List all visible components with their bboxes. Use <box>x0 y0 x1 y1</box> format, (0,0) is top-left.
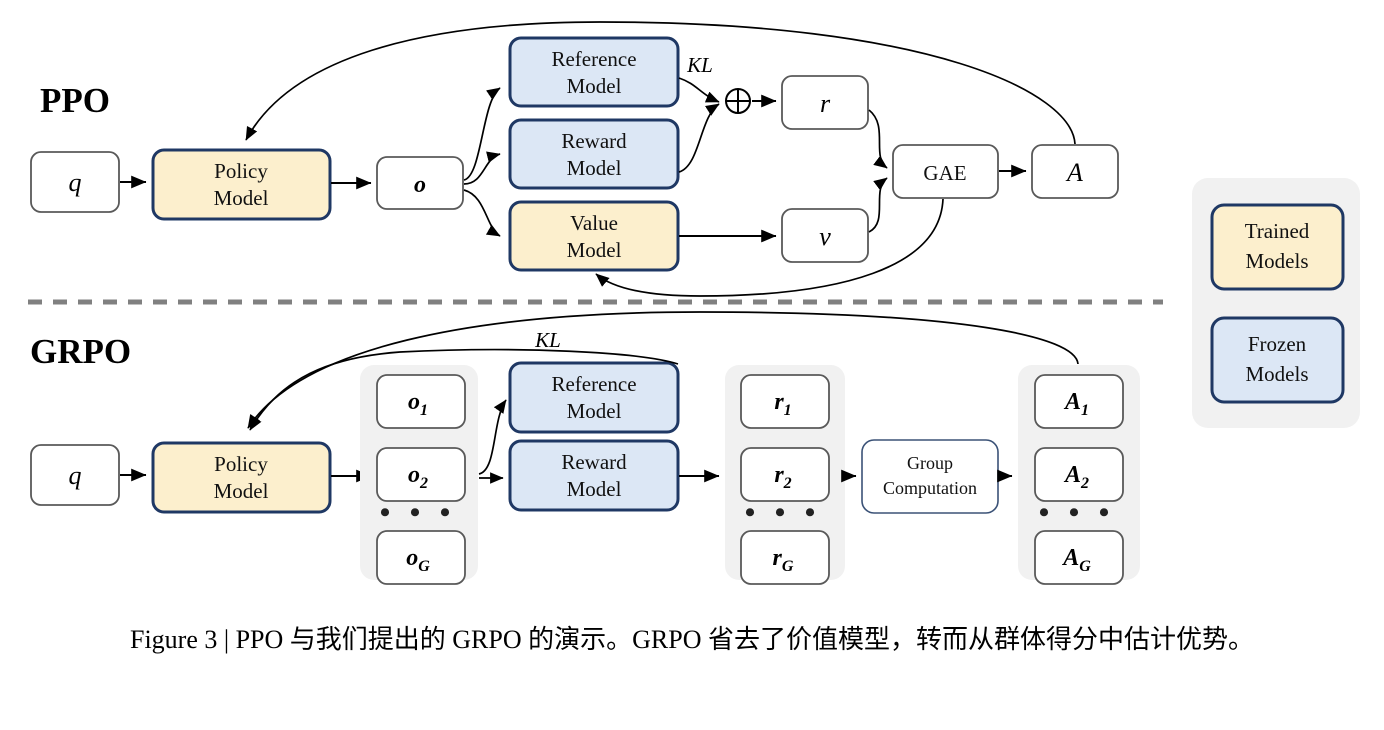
legend-frozen-line1: Frozen <box>1248 332 1307 356</box>
ppo-arrow-reward-sum <box>678 103 720 173</box>
grpo-policy-model-line2: Model <box>214 479 269 503</box>
grpo-rewards-ellipsis: • • • <box>745 496 822 529</box>
ppo-policy-model-box <box>151 148 332 221</box>
ppo-reference-model-line2: Model <box>567 74 622 98</box>
ppo-value-value-box <box>781 208 869 263</box>
ppo-arrow-o-reference <box>463 87 501 181</box>
grpo-output-box-g <box>376 530 466 585</box>
ppo-value-model-line2: Model <box>567 238 622 262</box>
grpo-query-box <box>30 444 120 506</box>
ppo-arrow-v-gae <box>868 177 888 233</box>
grpo-advantage-box-1 <box>1034 374 1124 429</box>
grpo-outputs-ellipsis: • • • <box>380 496 457 529</box>
ppo-sum-cross <box>726 89 750 113</box>
grpo-group-computation-line1: Group <box>907 453 953 473</box>
ppo-reference-model-line1: Reference <box>551 47 636 71</box>
ppo-output-box <box>376 156 464 210</box>
grpo-reward-model-line1: Reward <box>561 450 627 474</box>
grpo-reference-model-box <box>508 361 680 434</box>
grpo-group-computation-box <box>861 439 999 514</box>
legend-trained-line2: Models <box>1246 249 1309 273</box>
ppo-arrow-reference-sum <box>678 77 720 103</box>
ppo-value-model-box <box>508 200 680 272</box>
ppo-feedback-gae-to-value <box>595 198 944 297</box>
ppo-arrow-o-reward <box>463 151 501 185</box>
ppo-policy-model-line2: Model <box>214 186 269 210</box>
grpo-reference-model-line2: Model <box>567 399 622 423</box>
grpo-kl-label: KL <box>534 328 561 352</box>
figure-caption: Figure 3 | PPO 与我们提出的 GRPO 的演示。GRPO 省去了价… <box>130 625 1254 654</box>
grpo-query-label: q <box>69 461 82 490</box>
ppo-reward-model-line2: Model <box>567 156 622 180</box>
grpo-policy-model-line1: Policy <box>214 452 268 476</box>
grpo-section-title: GRPO <box>30 332 131 371</box>
ppo-query-box <box>30 151 120 213</box>
grpo-advantage-box-2 <box>1034 447 1124 502</box>
grpo-reward-model-line2: Model <box>567 477 622 501</box>
ppo-reward-value-box <box>781 75 869 130</box>
ppo-kl-label: KL <box>686 53 713 77</box>
grpo-reward-box-1 <box>740 374 830 429</box>
ppo-reward-model-box <box>508 118 680 190</box>
ppo-output-label: o <box>414 172 426 198</box>
ppo-policy-model-line1: Policy <box>214 159 268 183</box>
ppo-reference-model-box <box>508 36 680 108</box>
legend-frozen-swatch <box>1210 316 1345 404</box>
ppo-arrow-o-value <box>463 189 501 237</box>
ppo-feedback-a-to-policy <box>245 21 1076 145</box>
grpo-output-box-1 <box>376 374 466 429</box>
grpo-reward-box-g <box>740 530 830 585</box>
ppo-reward-value-label: r <box>820 89 831 118</box>
ppo-advantage-label: A <box>1065 158 1083 187</box>
grpo-reward-box-2 <box>740 447 830 502</box>
grpo-advantage-label-g: AG <box>1061 545 1091 575</box>
ppo-gae-box <box>892 144 999 199</box>
grpo-reference-model-line1: Reference <box>551 372 636 396</box>
grpo-policy-model-box <box>151 441 332 514</box>
ppo-query-label: q <box>69 168 82 197</box>
ppo-value-model-line1: Value <box>570 211 618 235</box>
ppo-gae-label: GAE <box>923 161 966 185</box>
ppo-value-value-label: v <box>819 222 831 251</box>
grpo-kl-feedback-reference-to-policy <box>249 348 679 431</box>
grpo-advantages-ellipsis: • • • <box>1039 496 1116 529</box>
legend-trained-line1: Trained <box>1245 219 1310 243</box>
grpo-reward-model-box <box>508 439 680 512</box>
grpo-advantage-box-g <box>1034 530 1124 585</box>
ppo-arrow-r-gae <box>868 109 888 169</box>
grpo-output-box-2 <box>376 447 466 502</box>
grpo-feedback-advantages-to-policy <box>247 311 1079 429</box>
legend-trained-swatch <box>1210 203 1345 291</box>
grpo-group-computation-line2: Computation <box>883 478 977 498</box>
legend-frozen-line2: Models <box>1246 362 1309 386</box>
ppo-section-title: PPO <box>40 81 110 120</box>
grpo-arrow-outputs-reference <box>478 399 507 475</box>
ppo-reward-model-line1: Reward <box>561 129 627 153</box>
ppo-grpo-diagram: PPO q Policy Model o Reference Model Rew… <box>28 21 1360 585</box>
ppo-advantage-box <box>1031 144 1119 199</box>
